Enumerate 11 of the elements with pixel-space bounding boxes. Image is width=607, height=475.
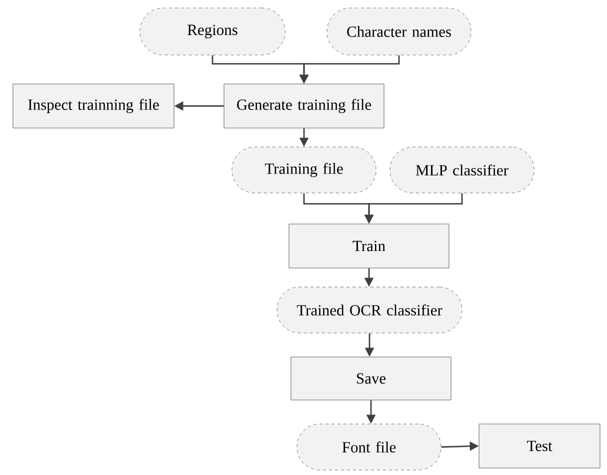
process-box: Train bbox=[288, 224, 450, 268]
process-box: Generate training file bbox=[224, 84, 384, 128]
process-box: Save bbox=[290, 356, 452, 400]
terminal-box: Character names bbox=[326, 8, 472, 56]
process-box: Test bbox=[478, 424, 600, 468]
terminal-box: Training file bbox=[232, 146, 376, 194]
terminal-box: Trained OCR classifier bbox=[276, 286, 462, 334]
terminal-box: MLP classifier bbox=[390, 146, 534, 194]
process-box: Inspect trainning file bbox=[12, 84, 174, 128]
terminal-box: Regions bbox=[140, 8, 286, 56]
terminal-box: Font file bbox=[296, 424, 442, 470]
